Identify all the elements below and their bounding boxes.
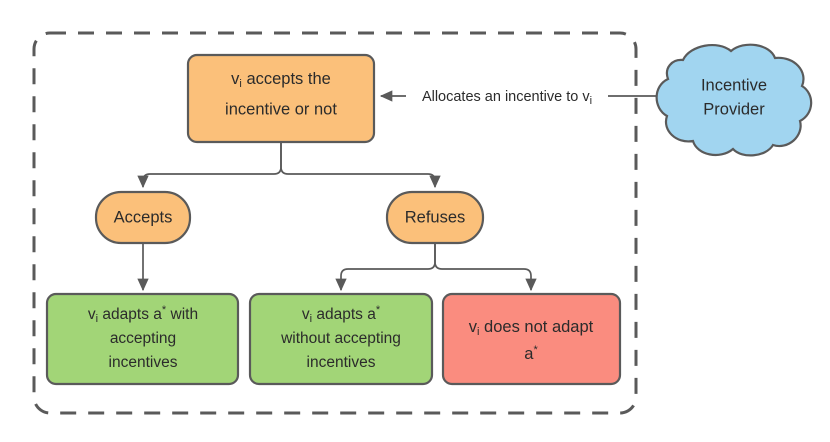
edge-decision-to-accepts (137, 142, 282, 189)
edge-refuses-to-outcome-without (335, 243, 436, 292)
branch-accepts[interactable]: Accepts (94, 190, 192, 245)
cloud-line-2: Provider (703, 100, 765, 118)
outcome-with-line-1: vi adapts a* with (88, 304, 198, 325)
edge-refuses-to-outcome-not (434, 243, 537, 292)
outcome-with-line-2: accepting (110, 330, 176, 347)
outcome-without-line-2: without accepting (280, 330, 401, 347)
refuses-pill-shape[interactable] (385, 190, 485, 245)
accepts-label: Accepts (114, 208, 173, 226)
decision-accepts-incentive[interactable]: vi accepts the incentive or not (186, 53, 376, 144)
incentive-provider-cloud[interactable]: Incentive Provider (655, 43, 813, 157)
outcome-without-line-1: vi adapts a* (302, 304, 381, 325)
edge-label-allocates: Allocates an incentive to vi (422, 89, 592, 107)
outcome-does-not-adapt[interactable]: vi does not adapt a* (441, 292, 622, 386)
accepts-pill-shape[interactable] (94, 190, 192, 245)
cloud-shape[interactable] (655, 43, 813, 157)
refuses-label: Refuses (405, 208, 466, 226)
outcome-not-shape[interactable] (441, 292, 622, 386)
edge-decision-to-refuses (280, 142, 441, 189)
outcome-without-shape[interactable] (248, 292, 434, 386)
system-boundary (32, 31, 638, 415)
outcome-adapts-with-incentives[interactable]: vi adapts a* with accepting incentives (45, 292, 240, 386)
outcome-with-shape[interactable] (45, 292, 240, 386)
outcome-without-line-3: incentives (307, 354, 376, 371)
outcome-with-line-3: incentives (109, 354, 178, 371)
outcome-adapts-without-incentives[interactable]: vi adapts a* without accepting incentive… (248, 292, 434, 386)
decision-line-2: incentive or not (225, 100, 337, 118)
cloud-line-1: Incentive (701, 76, 767, 94)
decision-box-shape[interactable] (186, 53, 376, 144)
branch-refuses[interactable]: Refuses (385, 190, 485, 245)
outcome-not-line-1: vi does not adapt (469, 318, 594, 338)
decision-line-1: vi accepts the (231, 70, 331, 90)
outcome-not-line-2: a* (524, 344, 538, 363)
edge-provider-to-decision: Allocates an incentive to vi (379, 85, 657, 107)
